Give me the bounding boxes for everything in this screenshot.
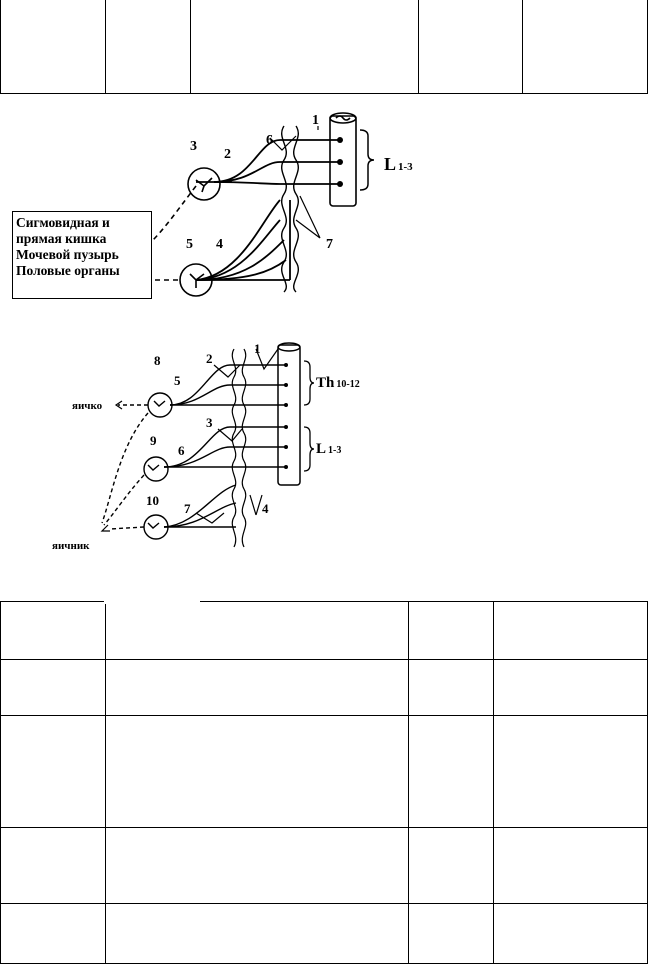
nerve-lines-2 [163,364,286,528]
top-table-cell [0,0,106,94]
label-3: 3 [190,139,197,154]
label-4: 4 [262,501,269,516]
top-table-cell [522,0,648,94]
bottom-table-cell [408,903,494,964]
label-7: 7 [184,501,191,516]
bottom-table-cell [493,827,648,904]
sympathetic-chain-2 [231,348,247,548]
bottom-table-cell [105,659,409,716]
label-3: 3 [206,415,213,430]
bottom-table [0,601,648,964]
label-1: 1 [254,341,261,356]
white-mask [104,598,200,604]
organs-line: прямая кишка [16,231,107,246]
root-dots-2 [284,363,288,469]
bottom-table-cell [105,601,409,660]
ganglia-2 [143,392,173,540]
brackets-2 [303,360,315,472]
bottom-table-cell [0,715,106,828]
label-10: 10 [146,493,159,508]
sympathetic-chain-1 [281,125,299,293]
ganglion-5 [179,263,213,297]
organs-line: Половые органы [16,263,120,278]
spinal-cord-2 [277,342,301,486]
nerve-lines-1 [195,139,340,281]
bottom-table-cell [0,601,106,660]
top-table-cell [105,0,191,94]
label-9: 9 [150,433,157,448]
dashed-arrows-1 [139,185,197,281]
bottom-table-cell [0,903,106,964]
top-table-cell [190,0,419,94]
bottom-table-cell [105,827,409,904]
bottom-table-cell [493,659,648,716]
bracket-1 [359,129,375,191]
bottom-table-cell [408,659,494,716]
label-5: 5 [186,237,193,252]
root-dots-1 [337,137,343,187]
organs-box: Сигмовидная и прямая кишка Мочевой пузыр… [12,211,152,299]
ganglion-9 [143,456,169,482]
bottom-table-cell [493,715,648,828]
top-table [0,0,648,94]
bottom-table-cell [105,715,409,828]
bottom-table-cell [408,601,494,660]
bottom-table-cell [493,601,648,660]
spinal-cord-1 [329,112,357,207]
bottom-table-cell [493,903,648,964]
label-2: 2 [206,351,213,366]
label-6: 6 [178,443,185,458]
label-7: 7 [326,237,333,252]
dashed-arrows-2 [101,404,149,530]
label-2: 2 [224,147,231,162]
label-ovary: яичник [52,540,90,552]
label-8: 8 [154,353,161,368]
bottom-table-cell [408,715,494,828]
top-table-cell [418,0,523,94]
label-6: 6 [266,133,273,148]
label-1: 1 [312,113,319,128]
ganglion-3 [187,167,221,201]
organs-line: Сигмовидная и [16,215,110,230]
bottom-table-cell [0,827,106,904]
label-testis: яичко [72,400,103,412]
label-4: 4 [216,237,223,252]
bottom-table-cell [408,827,494,904]
label-5: 5 [174,373,181,388]
organs-line: Мочевой пузырь [16,247,119,262]
bottom-table-cell [0,659,106,716]
bottom-table-cell [105,903,409,964]
